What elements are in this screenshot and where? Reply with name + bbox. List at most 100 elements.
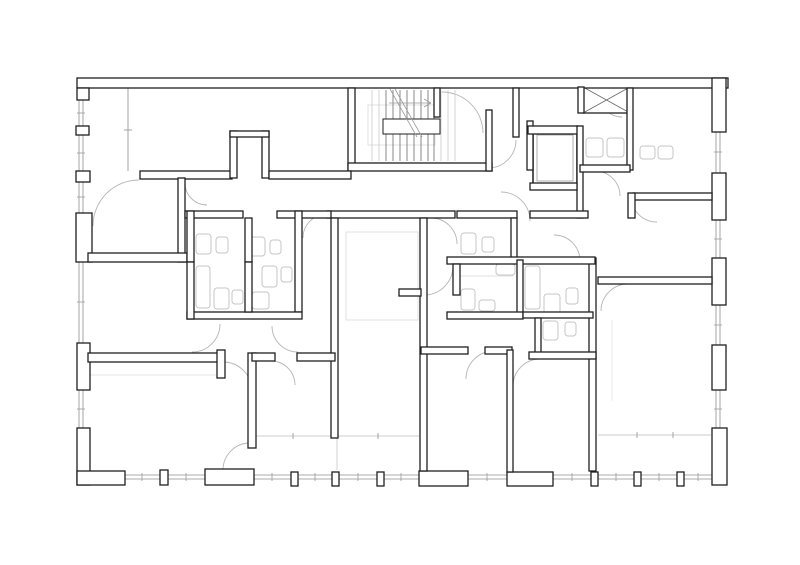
wall <box>261 130 270 179</box>
core-layer <box>532 86 631 186</box>
wall <box>184 210 244 219</box>
door-swing-arc <box>430 217 458 245</box>
fixture <box>460 232 477 255</box>
wall <box>186 210 195 263</box>
wall <box>251 352 276 362</box>
wall <box>186 261 195 320</box>
wall <box>418 470 469 487</box>
fixture <box>195 233 212 255</box>
wall <box>456 210 518 219</box>
stair-break-line <box>389 88 418 138</box>
fixture <box>231 289 244 305</box>
wall <box>244 217 253 263</box>
wall <box>247 352 257 449</box>
wall <box>75 125 90 136</box>
fixture <box>478 299 496 312</box>
fixture <box>543 293 561 315</box>
wall <box>529 210 589 219</box>
fixture <box>215 236 229 254</box>
fixture <box>269 239 282 255</box>
wall <box>229 130 270 138</box>
wall <box>75 212 93 263</box>
wall <box>516 259 524 318</box>
wall <box>419 217 428 472</box>
wall <box>529 182 578 191</box>
fixture <box>565 287 579 305</box>
door-swing-arc <box>441 91 484 134</box>
wall <box>446 311 524 320</box>
wall <box>588 257 597 472</box>
fixture <box>213 287 230 310</box>
wall <box>87 352 223 363</box>
wall <box>376 471 385 487</box>
stair-layer <box>367 88 456 161</box>
fixture <box>639 145 656 160</box>
wall <box>276 210 332 219</box>
wall <box>626 87 634 171</box>
fixture <box>585 137 604 158</box>
wall <box>579 164 631 173</box>
wall <box>296 352 336 362</box>
door-swing-arc <box>594 170 621 197</box>
door-swing-arc <box>271 325 299 353</box>
door-swing-arc <box>92 179 140 227</box>
door-swing-arc <box>191 323 221 353</box>
wall <box>159 469 169 486</box>
fixture <box>657 145 674 160</box>
door-swing-arc <box>423 265 454 296</box>
wall <box>527 125 579 135</box>
fixture <box>460 288 476 311</box>
fixture <box>481 236 495 253</box>
wall <box>76 87 90 101</box>
wall <box>711 172 727 221</box>
wall <box>347 87 356 171</box>
wall <box>633 471 642 487</box>
wall <box>139 170 233 180</box>
wall <box>522 311 594 319</box>
wall <box>330 217 339 439</box>
wall <box>326 210 456 219</box>
wall <box>711 77 727 133</box>
wall <box>433 87 441 118</box>
wall <box>186 311 303 320</box>
door-swing-arc <box>184 182 208 206</box>
fixture <box>195 265 211 309</box>
wall <box>590 471 599 487</box>
thin-line-layer <box>90 88 711 470</box>
fixture <box>495 263 516 276</box>
stair-arrow-head <box>423 98 432 104</box>
wall <box>526 120 534 171</box>
wall <box>290 471 299 487</box>
wall <box>627 192 636 219</box>
door-swing-arc <box>465 350 495 380</box>
fixture <box>524 265 541 310</box>
stair-arrow-head <box>423 102 432 108</box>
wall <box>711 257 727 306</box>
fixture <box>261 265 278 288</box>
wall <box>229 130 238 179</box>
wall <box>87 252 188 263</box>
wall <box>452 263 461 296</box>
wall <box>632 192 713 201</box>
wall <box>711 344 727 391</box>
wall <box>76 77 729 89</box>
wall <box>204 468 255 486</box>
wall <box>711 427 728 486</box>
stair-break-line <box>394 88 423 138</box>
wall <box>398 288 422 297</box>
wall <box>420 346 469 355</box>
wall <box>216 349 226 379</box>
elevator-car-inner <box>536 134 574 182</box>
wall <box>347 162 493 172</box>
wall <box>244 261 253 313</box>
wall <box>577 86 585 114</box>
wall <box>294 210 303 313</box>
vent-shaft-cross-line <box>582 86 631 114</box>
window-layer <box>77 100 722 481</box>
counter-outline <box>345 231 419 321</box>
fixture <box>606 137 625 158</box>
fixture <box>251 291 270 310</box>
wall <box>485 109 493 172</box>
